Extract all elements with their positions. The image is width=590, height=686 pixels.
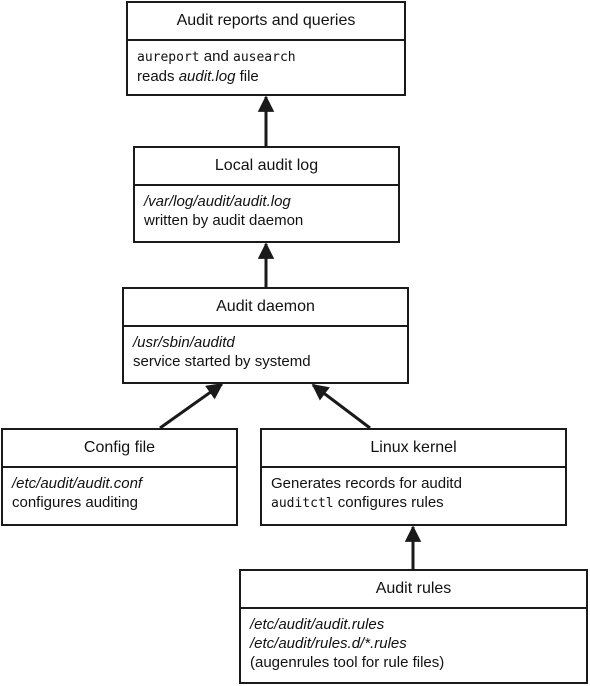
kernel-description-1: Generates records for auditd	[271, 475, 462, 492]
local-log-description: written by audit daemon	[144, 212, 304, 229]
daemon-path: /usr/sbin/auditd	[133, 334, 235, 351]
node-config-file-title: Config file	[3, 430, 236, 468]
node-audit-reports-title: Audit reports and queries	[128, 3, 404, 41]
node-audit-daemon: Audit daemon /usr/sbin/auditd service st…	[122, 287, 409, 384]
arrow-config-to-daemon	[159, 382, 224, 430]
reports-line-2: reads audit.log file	[137, 67, 395, 86]
node-local-audit-log-title: Local audit log	[135, 148, 398, 186]
node-audit-rules: Audit rules /etc/audit/audit.rules /etc/…	[239, 569, 588, 684]
rules-description: (augenrules tool for rule files)	[250, 654, 445, 671]
node-local-audit-log: Local audit log /var/log/audit/audit.log…	[133, 146, 400, 243]
node-local-audit-log-body: /var/log/audit/audit.log written by audi…	[135, 186, 398, 230]
node-linux-kernel-title: Linux kernel	[262, 430, 565, 468]
local-log-path: /var/log/audit/audit.log	[144, 193, 291, 210]
arrow-kernel-to-daemon	[311, 383, 371, 430]
node-audit-rules-title: Audit rules	[241, 571, 586, 609]
reports-and-text: and	[199, 48, 233, 65]
node-audit-reports: Audit reports and queries aureport and a…	[126, 1, 406, 96]
rules-path-2: /etc/audit/rules.d/*.rules	[250, 635, 407, 652]
daemon-description: service started by systemd	[133, 353, 311, 370]
node-audit-rules-body: /etc/audit/audit.rules /etc/audit/rules.…	[241, 609, 586, 672]
kernel-line-2: auditctl configures rules	[271, 493, 556, 513]
config-description: configures auditing	[12, 494, 138, 511]
node-linux-kernel: Linux kernel Generates records for audit…	[260, 428, 567, 526]
node-audit-daemon-body: /usr/sbin/auditd service started by syst…	[124, 327, 407, 371]
node-audit-daemon-title: Audit daemon	[124, 289, 407, 327]
aureport-command: aureport	[137, 50, 200, 65]
audit-log-filename: audit.log	[178, 68, 236, 85]
node-audit-reports-body: aureport and ausearch reads audit.log fi…	[128, 41, 404, 86]
reports-file-suffix: file	[235, 68, 259, 85]
kernel-description-2: configures rules	[333, 494, 444, 511]
node-config-file: Config file /etc/audit/audit.conf config…	[1, 428, 238, 526]
auditctl-command: auditctl	[271, 496, 334, 511]
node-config-file-body: /etc/audit/audit.conf configures auditin…	[3, 468, 236, 512]
reports-reads-text: reads	[137, 68, 179, 85]
rules-path-1: /etc/audit/audit.rules	[250, 616, 385, 633]
node-linux-kernel-body: Generates records for auditd auditctl co…	[262, 468, 565, 513]
config-path: /etc/audit/audit.conf	[12, 475, 143, 492]
ausearch-command: ausearch	[233, 50, 296, 65]
reports-line-1: aureport and ausearch	[137, 47, 395, 67]
